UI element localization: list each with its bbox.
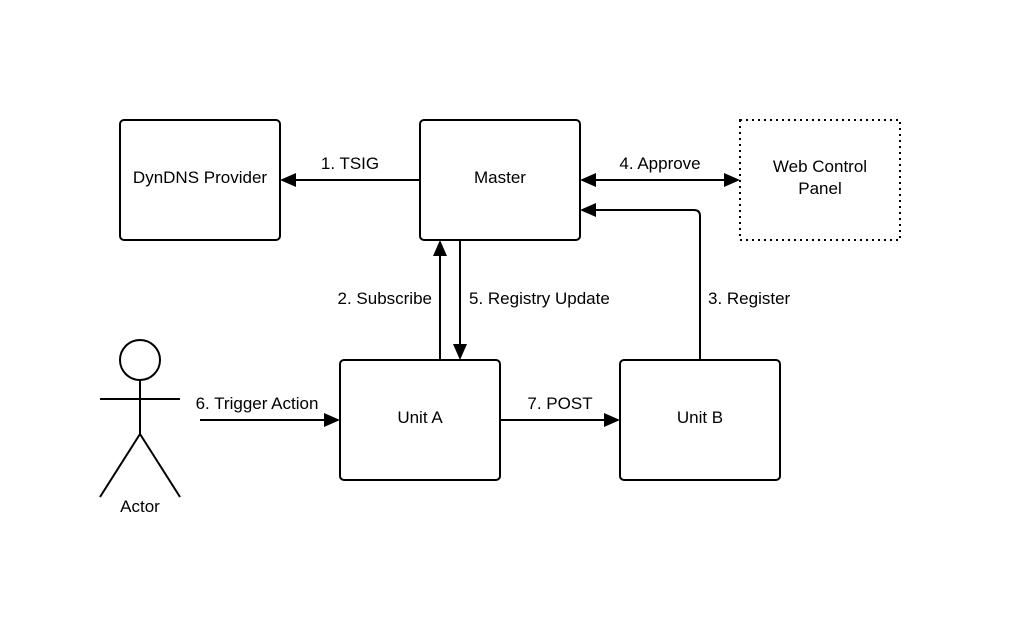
subscribe-arrowhead xyxy=(433,240,447,256)
edge-registry-update: 5. Registry Update xyxy=(453,240,610,360)
post-arrowhead xyxy=(604,413,620,427)
registry-update-label: 5. Registry Update xyxy=(469,289,610,308)
tsig-label: 1. TSIG xyxy=(321,154,379,173)
edge-subscribe: 2. Subscribe xyxy=(338,240,447,360)
actor-figure: Actor xyxy=(99,339,181,516)
unit-a-node: Unit A xyxy=(339,359,501,481)
approve-arrowhead-right xyxy=(724,173,740,187)
dyndns-provider-label: DynDNS Provider xyxy=(133,168,267,187)
unit-a-label: Unit A xyxy=(397,408,443,427)
register-label: 3. Register xyxy=(708,289,791,308)
edge-trigger-action: 6. Trigger Action xyxy=(196,394,340,427)
web-control-panel-node: Web Control Panel xyxy=(739,119,901,241)
master-label: Master xyxy=(474,168,526,187)
master-node: Master xyxy=(419,119,581,241)
unit-b-label: Unit B xyxy=(677,408,723,427)
post-label: 7. POST xyxy=(527,394,592,413)
registry-update-arrowhead xyxy=(453,344,467,360)
approve-arrowhead-left xyxy=(580,173,596,187)
tsig-arrowhead xyxy=(280,173,296,187)
web-control-panel-label-line-1: Web Control xyxy=(773,157,867,176)
register-arrowhead xyxy=(580,203,596,217)
approve-label: 4. Approve xyxy=(619,154,700,173)
edge-register: 3. Register xyxy=(580,203,791,360)
edge-tsig: 1. TSIG xyxy=(280,154,420,187)
actor-left-leg xyxy=(99,433,141,498)
subscribe-label: 2. Subscribe xyxy=(338,289,433,308)
trigger-action-arrowhead xyxy=(324,413,340,427)
edge-post: 7. POST xyxy=(500,394,620,427)
edge-approve: 4. Approve xyxy=(580,154,740,187)
unit-b-node: Unit B xyxy=(619,359,781,481)
actor-head xyxy=(119,339,161,381)
actor-label: Actor xyxy=(120,497,160,516)
dyndns-provider-node: DynDNS Provider xyxy=(119,119,281,241)
web-control-panel-label-line-2: Panel xyxy=(798,179,841,198)
trigger-action-label: 6. Trigger Action xyxy=(196,394,319,413)
actor-right-leg xyxy=(139,433,181,498)
